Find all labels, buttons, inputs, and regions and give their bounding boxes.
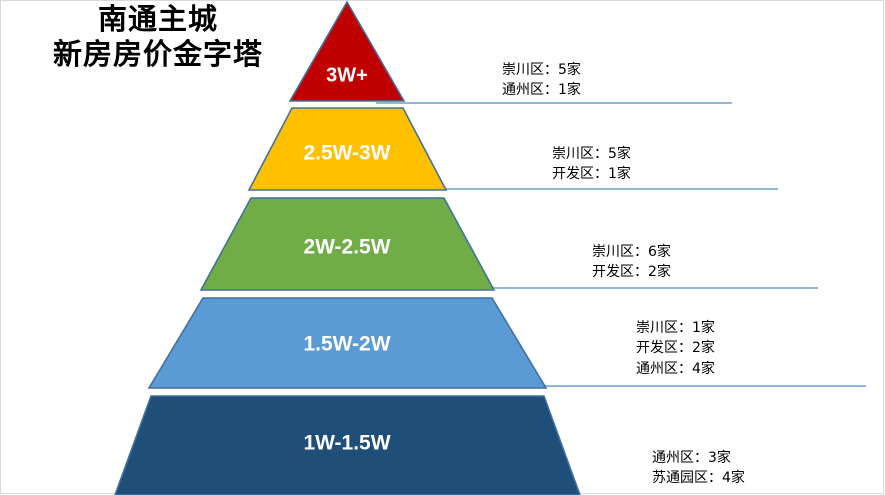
chart-title: 南通主城 新房房价金字塔: [24, 2, 292, 73]
pyramid-tier-25w-3w[interactable]: [247, 107, 448, 191]
pyramid-tier-label-15w-2w: 1.5W-2W: [303, 333, 390, 356]
callout-row: 通州区：1家: [502, 82, 581, 99]
chart-title-line-2: 新房房价金字塔: [52, 37, 263, 72]
callout-row: 崇川区：5家: [552, 146, 631, 162]
callout-tier-25w-3w: 崇川区：5家 开发区：1家: [552, 144, 631, 185]
pyramid-tier-2w-25w[interactable]: [199, 197, 496, 291]
pyramid-tier-3w-plus[interactable]: [288, 0, 406, 102]
callout-row: 通州区：3家: [652, 450, 731, 466]
callout-tier-2w-25w: 崇川区：6家 开发区：2家: [592, 242, 671, 283]
chart-title-line-1: 南通主城: [97, 2, 218, 36]
callout-row: 开发区：2家: [592, 264, 671, 281]
pyramid-tier-label-3w-plus: 3W+: [326, 64, 368, 86]
pyramid-tier-1w-15w[interactable]: [114, 395, 581, 495]
callout-row: 开发区：2家: [636, 340, 715, 357]
callout-row: 崇川区：6家: [592, 244, 671, 260]
pyramid-tier-label-25w-3w: 2.5W-3W: [303, 142, 390, 165]
callout-row: 崇川区：5家: [502, 62, 581, 78]
callout-row: 开发区：1家: [552, 166, 631, 183]
pyramid-tier-label-1w-15w: 1W-1.5W: [303, 432, 390, 455]
callout-tier-15w-2w: 崇川区：1家 开发区：2家 通州区：4家: [636, 318, 715, 379]
pyramid-tier-15w-2w[interactable]: [147, 297, 548, 389]
callout-tier-1w-15w: 通州区：3家 苏通园区：4家: [652, 448, 745, 489]
callout-row: 崇川区：1家: [636, 320, 715, 336]
callout-tier-3w-plus: 崇川区：5家 通州区：1家: [502, 60, 581, 101]
pyramid-tier-label-2w-25w: 2W-2.5W: [303, 236, 390, 259]
callout-row: 苏通园区：4家: [652, 470, 745, 487]
callout-row: 通州区：4家: [636, 360, 715, 377]
